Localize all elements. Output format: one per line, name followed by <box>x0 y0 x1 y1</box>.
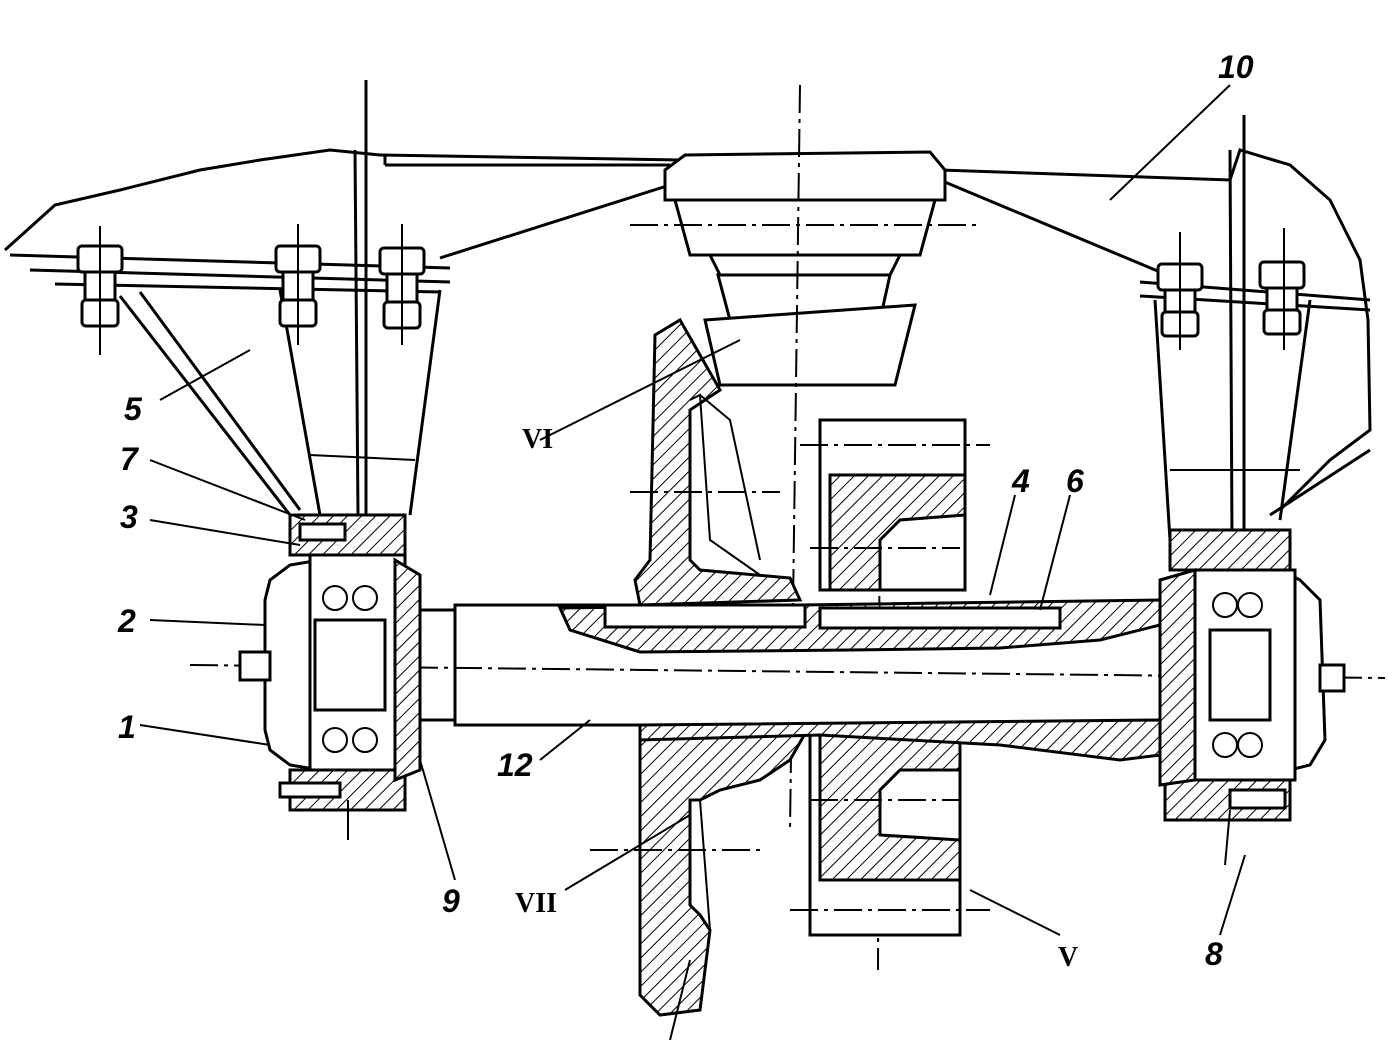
label-1: 1 <box>118 709 136 745</box>
label-12: 12 <box>497 747 533 783</box>
label-6: 6 <box>1066 463 1084 499</box>
bolt-left-1 <box>76 226 124 355</box>
right-bracket <box>1153 115 1371 541</box>
bolt-right-1 <box>1156 232 1204 350</box>
label-3: 3 <box>120 499 138 535</box>
label-8: 8 <box>1205 936 1223 972</box>
right-bearing-assembly <box>1158 528 1346 866</box>
label-V: V <box>1058 942 1078 973</box>
left-bearing-assembly <box>238 513 422 840</box>
label-5: 5 <box>124 391 143 427</box>
top-hub <box>630 150 980 387</box>
bolt-right-2 <box>1258 228 1306 350</box>
label-9: 9 <box>442 883 460 919</box>
top-bolts <box>76 224 1306 355</box>
label-10: 10 <box>1218 49 1254 85</box>
gear-wheel <box>790 418 990 937</box>
leader-lines <box>139 84 1246 1041</box>
label-VI: VI <box>522 424 553 455</box>
part-labels: 1 2 3 4 5 6 7 8 9 10 12 V VI VII <box>117 49 1254 973</box>
bolt-left-2 <box>274 224 322 345</box>
label-7: 7 <box>120 441 140 477</box>
flywheel <box>590 317 813 1017</box>
bolt-left-3 <box>378 224 426 345</box>
label-2: 2 <box>117 603 136 639</box>
label-4: 4 <box>1011 463 1030 499</box>
label-VII: VII <box>515 888 557 919</box>
